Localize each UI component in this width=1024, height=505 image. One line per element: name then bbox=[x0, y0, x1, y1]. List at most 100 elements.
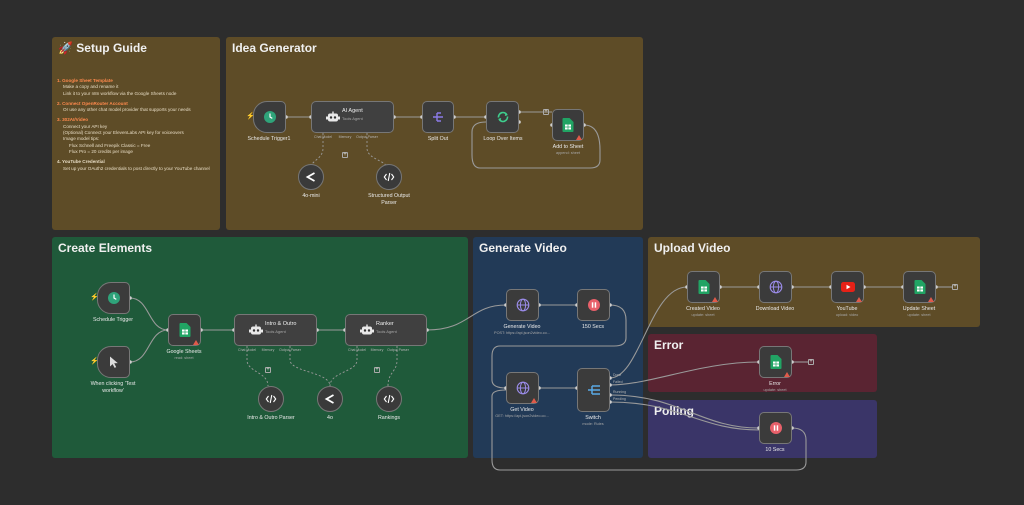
generate-video-title: Generate Video bbox=[479, 241, 567, 255]
openai-model-icon bbox=[324, 394, 336, 405]
warning-icon bbox=[576, 135, 582, 140]
node-4o-mini[interactable] bbox=[298, 164, 324, 190]
add-memory-plus-icon[interactable]: + bbox=[265, 367, 271, 373]
node-label: Loop Over Items bbox=[483, 136, 523, 142]
node-error-sheet[interactable] bbox=[759, 346, 792, 378]
node-add-to-sheet[interactable] bbox=[552, 109, 584, 141]
switch-output-label: Done bbox=[613, 373, 622, 377]
node-subtitle: mode: Rules bbox=[582, 422, 604, 426]
trigger-bolt-icon: ⚡ bbox=[90, 294, 99, 301]
pause-icon bbox=[769, 422, 782, 435]
google-sheets-icon bbox=[179, 323, 190, 337]
setup-step-1-item: Link it to your n8n workflow via the Goo… bbox=[63, 90, 177, 96]
warning-icon bbox=[531, 398, 537, 403]
node-ai-agent[interactable]: AI Agent Tools Agent bbox=[311, 101, 394, 133]
setup-guide-note[interactable]: 🚀 Setup Guide bbox=[52, 37, 220, 230]
openai-model-icon bbox=[305, 172, 317, 183]
code-icon bbox=[383, 172, 395, 183]
node-label: Schedule Trigger bbox=[92, 317, 134, 323]
port-label: Memory bbox=[370, 348, 384, 352]
create-elements-title: Create Elements bbox=[58, 241, 153, 255]
cursor-icon bbox=[109, 356, 119, 369]
add-node-plus-icon[interactable]: + bbox=[952, 284, 958, 290]
add-node-plus-icon[interactable]: + bbox=[543, 109, 549, 115]
connection-wire bbox=[491, 304, 627, 389]
warning-icon bbox=[784, 372, 790, 377]
node-generate-video[interactable] bbox=[506, 289, 539, 321]
node-intro-outro-agent[interactable]: Intro & Outro Tools Agent bbox=[234, 314, 317, 346]
pause-icon bbox=[587, 299, 600, 312]
node-get-video[interactable] bbox=[506, 372, 539, 404]
connection-wire bbox=[129, 329, 169, 363]
node-label: Google Sheets bbox=[166, 349, 202, 355]
node-structured-output-parser[interactable] bbox=[376, 164, 402, 190]
add-node-plus-icon[interactable]: + bbox=[808, 359, 814, 365]
node-manual-trigger[interactable] bbox=[97, 346, 130, 378]
globe-icon bbox=[516, 381, 530, 395]
setup-step-3-item: (Optional) Connect your ElevenLabs API k… bbox=[63, 130, 184, 136]
node-update-sheet[interactable] bbox=[903, 271, 936, 303]
node-subtitle: Tools Agent bbox=[342, 116, 363, 121]
sub-connection-wire bbox=[387, 346, 398, 387]
robot-icon bbox=[326, 111, 340, 123]
code-icon bbox=[265, 394, 277, 405]
connection-wire bbox=[491, 389, 807, 471]
node-download-video[interactable] bbox=[759, 271, 792, 303]
node-ranker-agent[interactable]: Ranker Tools Agent bbox=[345, 314, 427, 346]
node-schedule-trigger[interactable] bbox=[97, 282, 130, 314]
setup-guide-content: 1. Google Sheet Template Make a copy and… bbox=[57, 78, 215, 172]
node-title: Ranker bbox=[376, 321, 394, 327]
node-intro-outro-parser[interactable] bbox=[258, 386, 284, 412]
node-wait-10-secs[interactable] bbox=[759, 412, 792, 444]
connection-wire bbox=[426, 304, 507, 331]
node-rankings[interactable] bbox=[376, 386, 402, 412]
setup-step-4-item: Set up your OAuth2 credentials to post d… bbox=[63, 165, 210, 171]
node-schedule-trigger1[interactable] bbox=[253, 101, 286, 133]
node-title: AI Agent bbox=[342, 108, 363, 114]
node-google-sheets[interactable] bbox=[168, 314, 201, 346]
node-label: Generate Video bbox=[503, 324, 541, 330]
node-label: YouTube bbox=[836, 306, 858, 312]
split-icon bbox=[431, 110, 445, 124]
sub-connection-wire bbox=[246, 346, 269, 387]
setup-step-3-item: Image model tips: bbox=[63, 136, 100, 142]
node-label: When clicking 'Test workflow' bbox=[90, 381, 136, 394]
node-loop-over-items[interactable] bbox=[486, 101, 519, 133]
google-sheets-icon bbox=[698, 280, 709, 294]
connection-wire bbox=[609, 361, 760, 386]
globe-icon bbox=[516, 298, 530, 312]
add-memory-plus-icon[interactable]: + bbox=[374, 367, 380, 373]
port-label: Output Parser bbox=[356, 135, 378, 139]
connection-wire bbox=[471, 121, 601, 169]
setup-step-2-item: Or use any other chat model provider tha… bbox=[63, 107, 191, 113]
setup-step-3-tip: Flux Pro = 20 credits per image bbox=[69, 148, 133, 154]
trigger-bolt-icon: ⚡ bbox=[246, 113, 255, 120]
node-youtube[interactable] bbox=[831, 271, 864, 303]
port-label: Memory bbox=[261, 348, 275, 352]
node-label: Switch bbox=[585, 415, 601, 421]
warning-icon bbox=[928, 297, 934, 302]
node-split-out[interactable] bbox=[422, 101, 454, 133]
add-memory-plus-icon[interactable]: + bbox=[342, 152, 348, 158]
sub-connection-wire bbox=[289, 346, 331, 387]
clock-icon bbox=[107, 291, 121, 305]
node-4o[interactable] bbox=[317, 386, 343, 412]
loop-arrows-icon bbox=[495, 110, 510, 125]
robot-icon bbox=[360, 324, 374, 336]
clock-icon bbox=[263, 110, 277, 124]
generate-video-group[interactable]: Generate Video bbox=[473, 237, 643, 458]
node-label: Error bbox=[769, 381, 781, 387]
node-wait-150-secs[interactable] bbox=[577, 289, 610, 321]
node-subtitle: GET: https://api.json2video.co... bbox=[495, 414, 549, 418]
node-created-video[interactable] bbox=[687, 271, 720, 303]
node-subtitle: upload: video bbox=[835, 313, 859, 317]
sub-connection-wire bbox=[329, 346, 358, 387]
node-label: Intro & Outro Parser bbox=[247, 415, 295, 421]
node-label: 150 Secs bbox=[581, 324, 605, 330]
setup-step-4-title: 4. YouTube Credential bbox=[57, 159, 105, 165]
node-switch[interactable] bbox=[577, 368, 610, 412]
node-subtitle: read: sheet bbox=[174, 356, 194, 360]
upload-video-title: Upload Video bbox=[654, 241, 731, 255]
setup-step-2-title: 2. Connect OpenRouter Account bbox=[57, 100, 128, 106]
